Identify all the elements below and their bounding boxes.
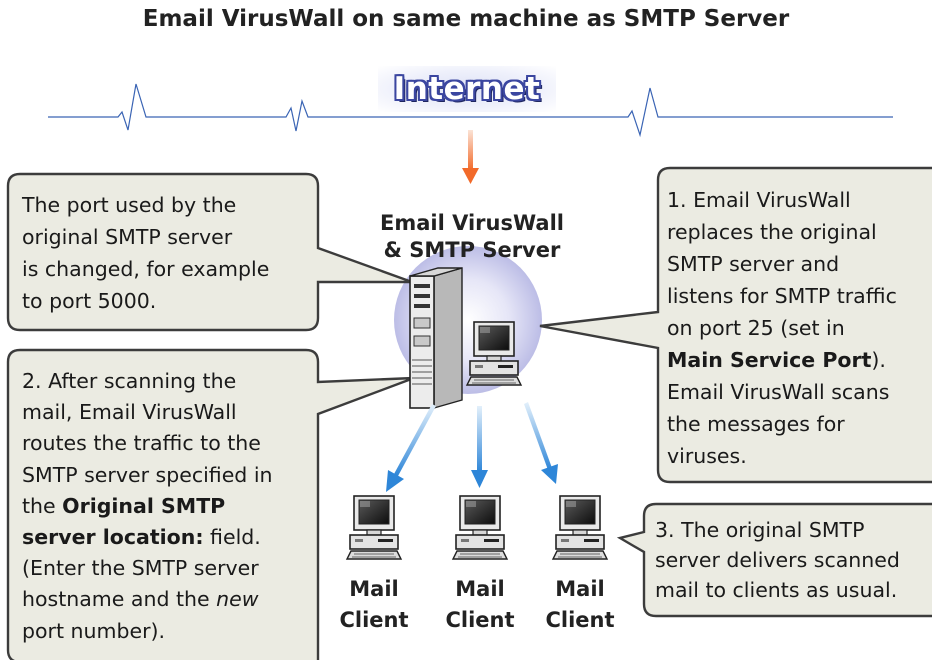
internet-network-line bbox=[48, 83, 893, 138]
client-computer-icon-3 bbox=[552, 495, 608, 560]
callout-2-bubble bbox=[6, 348, 415, 660]
callout-1-line: Email VirusWall scans bbox=[667, 380, 890, 404]
callout-1-line: 1. Email VirusWall bbox=[667, 188, 851, 212]
callout-1-line: on port 25 (set in bbox=[667, 316, 845, 340]
callout-2-line: 2. After scanning the bbox=[22, 369, 237, 393]
original-smtp-term: Original SMTP bbox=[62, 493, 226, 518]
server-tower-icon bbox=[409, 267, 463, 409]
client-label-line: Mail bbox=[349, 577, 399, 601]
callout-2-line-end: field. bbox=[203, 525, 261, 550]
callout-3-text: 3. The original SMTP server delivers sca… bbox=[655, 515, 900, 605]
callout-2-text: 2. After scanning the mail, Email VirusW… bbox=[22, 366, 273, 647]
callout-2-line: routes the traffic to the bbox=[22, 431, 261, 456]
new-term: new bbox=[216, 587, 259, 612]
client-computer-icon-2 bbox=[452, 495, 508, 560]
main-service-port-term: Main Service Port bbox=[667, 348, 872, 372]
callout-1-line-end: ). bbox=[871, 348, 886, 372]
server-label-line-2: & SMTP Server bbox=[383, 238, 561, 262]
client-computer-icon-1 bbox=[346, 495, 402, 560]
callout-3-line: mail to clients as usual. bbox=[655, 578, 898, 602]
server-label-line-1: Email VirusWall bbox=[380, 211, 564, 235]
callout-3-line: 3. The original SMTP bbox=[655, 518, 865, 542]
callout-1-line: replaces the original bbox=[667, 220, 877, 244]
callout-2-line: mail, Email VirusWall bbox=[22, 400, 237, 425]
client-label-line: Mail bbox=[455, 577, 505, 601]
callout-1-line: the messages for bbox=[667, 412, 845, 436]
internet-to-server-arrow bbox=[462, 130, 479, 184]
client-label-line: Client bbox=[339, 608, 409, 632]
server-to-client-arrow-center bbox=[471, 406, 488, 488]
callout-2-line: server location: field. bbox=[22, 522, 273, 553]
client-label-3: Mail Client bbox=[532, 574, 628, 636]
callout-1-line: SMTP server and bbox=[667, 252, 840, 276]
callout-1-line: viruses. bbox=[667, 444, 747, 468]
callout-port-line: is changed, for example bbox=[22, 257, 270, 281]
client-label-line: Client bbox=[445, 608, 515, 632]
callout-2-line: (Enter the SMTP server bbox=[22, 556, 259, 581]
callout-port-bubble bbox=[6, 172, 413, 332]
server-label: Email VirusWall & SMTP Server bbox=[352, 210, 592, 264]
callout-3-line: server delivers scanned bbox=[655, 548, 900, 572]
callout-1-line: Main Service Port). bbox=[667, 344, 897, 376]
callout-3-bubble bbox=[616, 502, 932, 618]
server-to-client-arrow-left bbox=[386, 404, 436, 492]
diagram-title: Email VirusWall on same machine as SMTP … bbox=[142, 6, 790, 32]
callout-2-line: SMTP server specified in bbox=[22, 462, 273, 487]
server-location-term: server location: bbox=[22, 525, 204, 550]
callout-2-line-start: the bbox=[22, 493, 63, 518]
callout-1-text: 1. Email VirusWall replaces the original… bbox=[667, 184, 897, 472]
callout-port-line: to port 5000. bbox=[22, 289, 157, 313]
server-to-client-arrow-right bbox=[524, 402, 558, 484]
server-desktop-icon bbox=[466, 321, 522, 386]
callout-port-line: The port used by the bbox=[22, 193, 237, 217]
callout-2-line: hostname and the new bbox=[22, 584, 273, 615]
callout-port-text: The port used by the original SMTP serve… bbox=[22, 189, 269, 317]
callout-port-line: original SMTP server bbox=[22, 225, 233, 249]
callout-1-line: listens for SMTP traffic bbox=[667, 284, 897, 308]
callout-2-line: port number). bbox=[22, 618, 166, 643]
callout-2-line: the Original SMTP bbox=[22, 491, 273, 522]
internet-label: Internet bbox=[378, 66, 556, 112]
client-label-2: Mail Client bbox=[432, 574, 528, 636]
callout-1-bubble bbox=[539, 166, 932, 484]
client-label-1: Mail Client bbox=[326, 574, 422, 636]
client-label-line: Mail bbox=[555, 577, 605, 601]
callout-2-line-start: hostname and the bbox=[22, 587, 217, 612]
client-label-line: Client bbox=[545, 608, 615, 632]
